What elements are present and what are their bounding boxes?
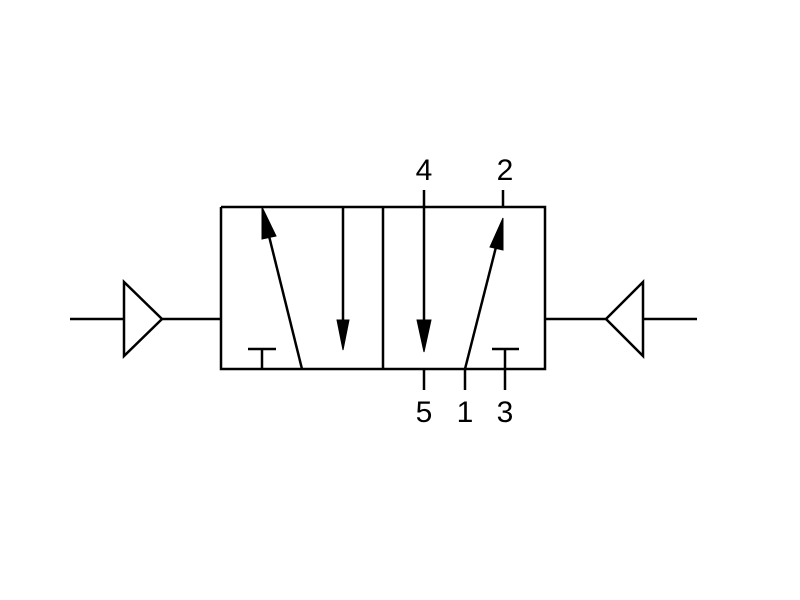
left-position-box <box>248 206 350 370</box>
port-2-label: 2 <box>497 154 514 187</box>
left-pilot-actuator <box>70 279 221 359</box>
port-4-label: 4 <box>416 154 433 187</box>
valve-body-outline <box>219 205 547 371</box>
right-box-diagonal-flow <box>463 246 498 370</box>
port-5-label: 5 <box>416 396 433 429</box>
left-pilot-triangle-icon <box>122 279 164 359</box>
port-1-label: 1 <box>457 396 474 429</box>
right-box-blocked-port <box>492 347 519 369</box>
port-3-label: 3 <box>497 396 514 429</box>
valve-body <box>219 205 547 371</box>
left-box-blocked-port <box>248 347 276 369</box>
left-box-down-arrow-icon <box>336 319 350 351</box>
right-box-down-arrow-icon <box>416 319 432 353</box>
right-pilot-actuator <box>545 278 697 360</box>
right-pilot-triangle-icon <box>604 278 645 360</box>
left-box-diagonal-flow <box>267 235 304 370</box>
right-box-up-arrow-icon <box>489 217 504 251</box>
port-lines <box>422 190 507 390</box>
right-position-box <box>416 190 519 370</box>
left-box-up-arrow-icon <box>261 206 277 240</box>
